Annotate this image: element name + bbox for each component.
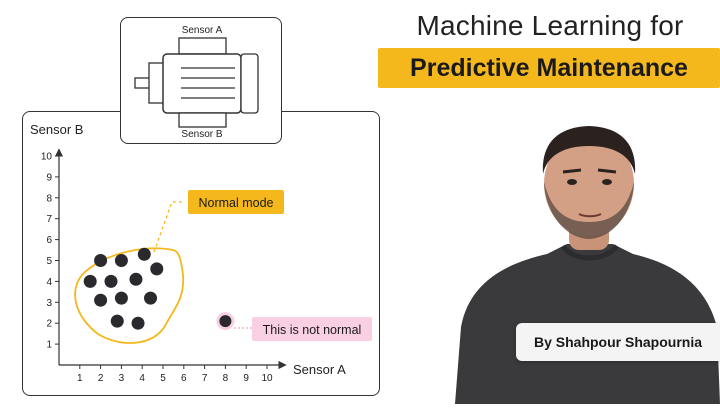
scatter-plot-svg: Sensor B Sensor A 1 2 3 4 5 6 7 8 9 10 1 2 3 4 5 6 7 8 9 1…	[30, 122, 372, 384]
x-tick-label: 2	[98, 373, 104, 384]
y-tick-label: 3	[46, 298, 52, 309]
y-tick-label: 10	[41, 152, 53, 163]
motor-diagram-card: Sensor A Sensor B	[120, 17, 282, 144]
normal-point	[104, 274, 118, 288]
motor-flange	[148, 62, 165, 104]
x-tick-label: 6	[181, 373, 187, 384]
x-tick-label: 10	[261, 373, 273, 384]
left-eye	[567, 179, 577, 185]
beard-shape	[544, 182, 634, 239]
y-tick-label: 6	[46, 235, 52, 246]
right-eyebrow	[597, 168, 617, 174]
x-tick-label: 3	[119, 373, 125, 384]
y-tick-label: 2	[46, 319, 52, 330]
hair-shape	[542, 126, 636, 174]
anomaly-tag	[252, 317, 372, 341]
mouth-shape	[578, 213, 602, 218]
x-tick-label: 7	[202, 373, 208, 384]
normal-point	[150, 262, 164, 276]
scatter-plot-card: Sensor B Sensor A 1 2 3 4 5 6 7 8 9 10 1 2 3 4 5 6 7 8 9 1…	[22, 111, 380, 396]
x-tick-label: 1	[77, 373, 83, 384]
normal-point	[144, 291, 158, 305]
normal-point	[129, 272, 143, 286]
author-name: By Shahpour Shapournia	[533, 334, 702, 350]
normal-point	[110, 314, 124, 328]
normal-mode-connector	[153, 201, 185, 253]
title-highlight-banner: Predictive Maintenance	[378, 48, 720, 88]
bottom-sensor-block	[178, 112, 227, 128]
top-sensor-block	[178, 37, 227, 55]
anomaly-label: This is not normal	[263, 323, 362, 337]
title-line-2: Predictive Maintenance	[410, 53, 688, 82]
y-tick-label: 5	[46, 256, 52, 267]
y-axis-label: Sensor B	[30, 122, 83, 137]
x-tick-label: 9	[243, 373, 249, 384]
motor-body	[162, 53, 242, 114]
normal-mode-tag	[188, 190, 284, 214]
y-tick-label: 9	[46, 172, 52, 183]
y-tick-label: 4	[46, 277, 52, 288]
normal-point	[94, 293, 108, 307]
anomaly-point	[219, 315, 232, 328]
motor-diagram-svg: Sensor A Sensor B	[134, 25, 259, 140]
y-tick-label: 7	[46, 214, 52, 225]
author-byline: By Shahpour Shapournia	[516, 323, 720, 361]
left-eyebrow	[562, 168, 582, 174]
normal-cluster-outline	[74, 247, 185, 344]
x-tick-label: 8	[223, 373, 229, 384]
normal-point	[83, 274, 97, 288]
normal-point	[114, 291, 128, 305]
x-tick-label: 5	[160, 373, 166, 384]
motor-top-sensor-label: Sensor A	[182, 25, 223, 36]
normal-point	[131, 316, 145, 330]
normal-point	[114, 254, 128, 267]
y-tick-label: 1	[46, 340, 52, 351]
motor-bottom-sensor-label: Sensor B	[181, 129, 222, 140]
motor-end-cap	[240, 53, 259, 114]
normal-point	[94, 254, 108, 267]
x-tick-label: 4	[139, 373, 145, 384]
right-eye	[602, 179, 612, 185]
normal-point	[137, 247, 151, 261]
shirt-collar	[560, 244, 619, 261]
x-axis-label: Sensor A	[293, 362, 346, 377]
title-line-1: Machine Learning for	[416, 10, 684, 41]
y-tick-label: 8	[46, 193, 52, 204]
face-shape	[544, 132, 634, 236]
normal-mode-label: Normal mode	[198, 196, 273, 210]
